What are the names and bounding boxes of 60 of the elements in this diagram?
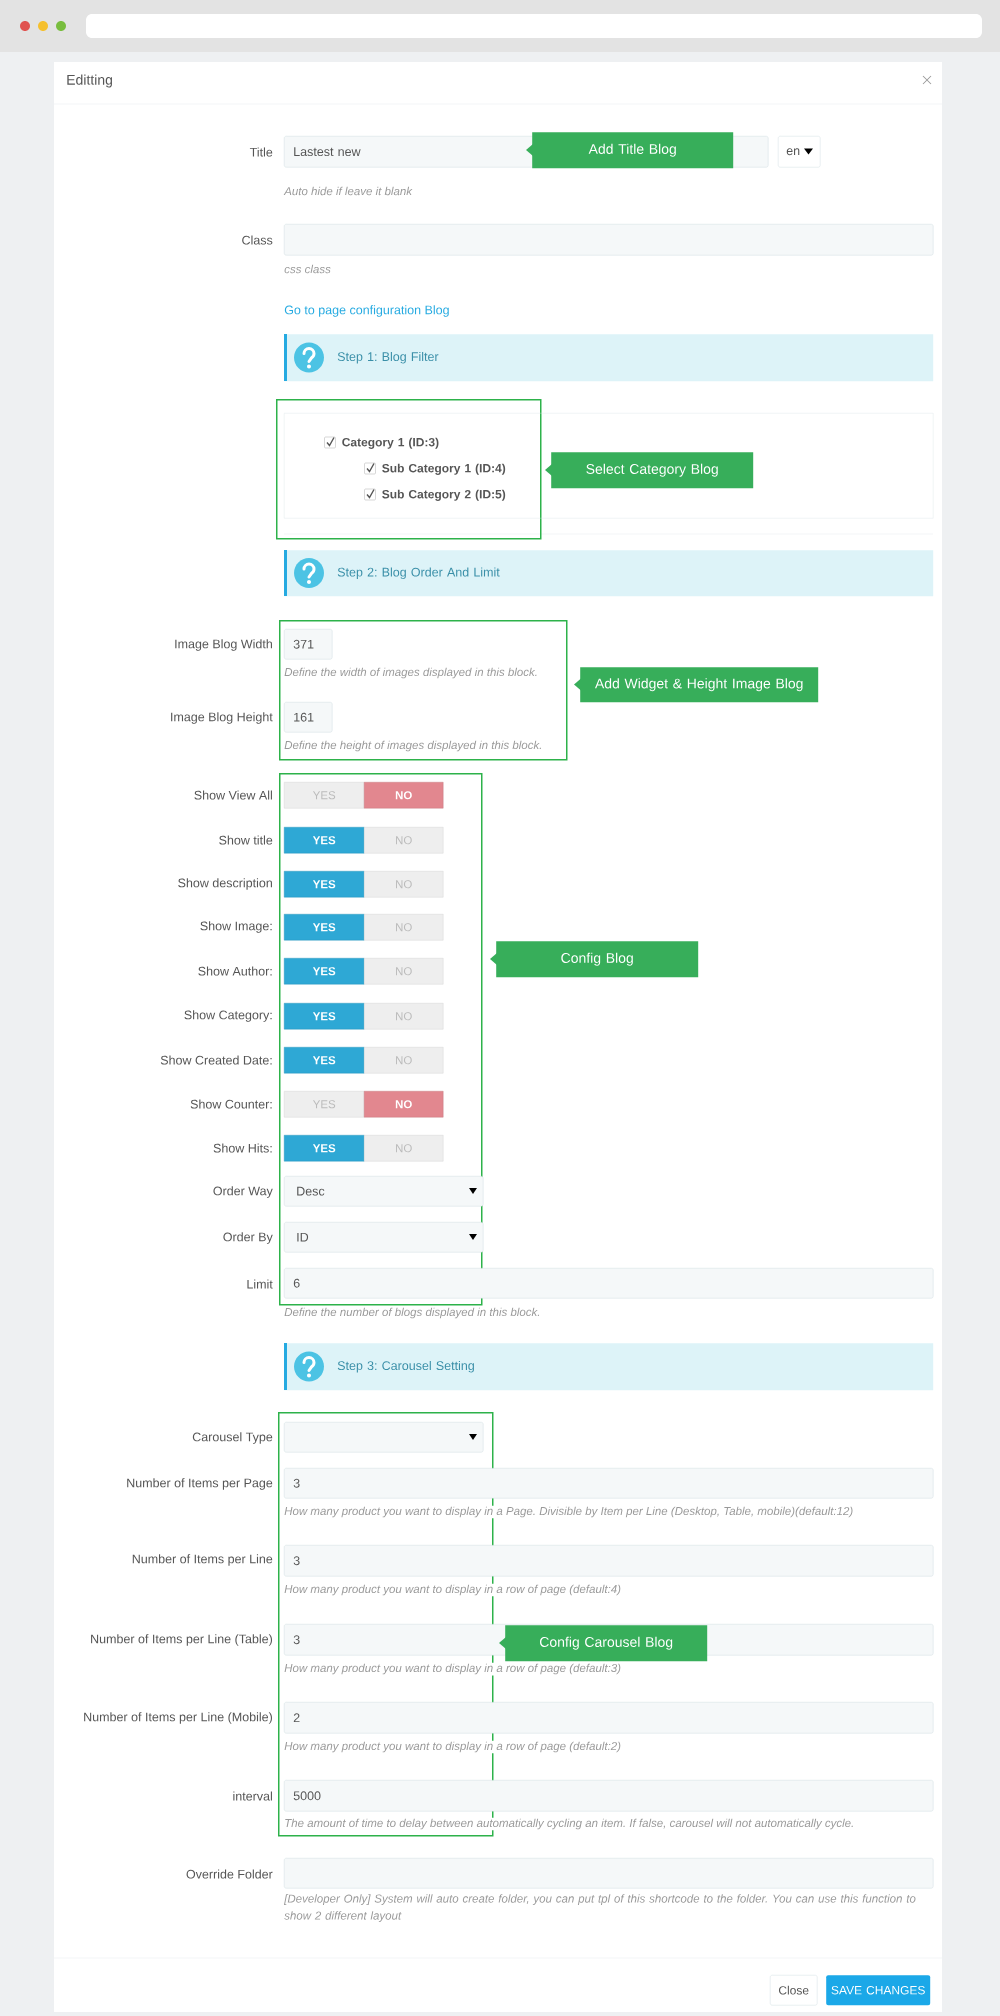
text-field: 2 (284, 1702, 934, 1734)
callout: Add Title Blog (526, 132, 734, 169)
toggle-option: YES (284, 1003, 365, 1030)
dialog-title: Editting (67, 74, 112, 88)
callout: Config Carousel Blog (499, 1625, 708, 1662)
highlight-frame (279, 620, 568, 761)
text-field (284, 224, 934, 256)
text-field: 5000 (284, 1780, 934, 1812)
help-text: Auto hide if leave it blank (283, 185, 414, 197)
field-label: Show Counter: (190, 1099, 272, 1109)
field-label: Title (249, 147, 273, 157)
help-text: [Developer Only] System will auto create folder, you can put tpl of this shortcode to the folder. You can use this function to show 2 different layout (283, 1893, 926, 1923)
dropdown (284, 1422, 484, 1453)
step-banner: Step 2: Blog Order And Limit (284, 550, 934, 597)
highlight-frame (279, 773, 483, 1306)
callout: Config Blog (490, 941, 699, 978)
text-field: 6 (284, 1268, 934, 1299)
field-label: interval (233, 1791, 272, 1801)
field-label: Number of Items per Line (Table) (91, 1634, 272, 1646)
field-label: Number of Items per Line (Mobile) (84, 1712, 272, 1724)
toggle-option: YES (284, 827, 365, 854)
toggle-option: YES (284, 1135, 365, 1162)
callout: Select Category Blog (545, 452, 754, 489)
field-label: Order Way (213, 1186, 273, 1198)
toggle-option: NO (364, 782, 444, 809)
field-label: Show View All (194, 790, 272, 800)
button: SAVE CHANGES (826, 1975, 931, 2006)
highlight-frame: Category 1 (ID:3) Sub Category 1 (ID:4) Sub Category 2 (ID:5) (276, 399, 542, 540)
button: Close (770, 1975, 818, 2006)
dropdown: en (778, 136, 821, 168)
dropdown: ID (284, 1222, 484, 1253)
link: Go to page configuration Blog (284, 305, 449, 317)
field-label: Number of Items per Page (127, 1478, 273, 1490)
field-label: Show Hits: (213, 1143, 272, 1153)
field-label: Image Blog Width (175, 639, 272, 651)
text-field: 161 (284, 702, 333, 733)
field-label: Show title (219, 835, 273, 845)
toggle-option: YES (284, 958, 365, 985)
callout: Add Widget & Height Image Blog (574, 667, 819, 703)
field-label: Show description (178, 878, 272, 890)
toggle-option: YES (284, 1047, 365, 1074)
field-label: Show Created Date: (160, 1055, 272, 1065)
toggle-option: NO (364, 1091, 444, 1118)
text-field: 3 (284, 1545, 934, 1577)
step-banner: Step 3: Carousel Setting (284, 1343, 934, 1391)
field-label: Carousel Type (192, 1432, 273, 1444)
text-field: 3 (284, 1468, 934, 1499)
toggle-option: YES (284, 871, 365, 898)
field-label: Show Author: (198, 966, 272, 976)
field-label: Number of Items per Line (132, 1554, 273, 1566)
step-banner: Step 1: Blog Filter (284, 334, 934, 382)
dropdown: Desc (284, 1176, 484, 1207)
field-label: Show Image: (200, 921, 272, 933)
toggle-option: YES (284, 914, 365, 941)
list-box (284, 413, 934, 519)
text-field (284, 1858, 934, 1889)
field-label: Limit (247, 1279, 273, 1289)
field-label: Order By (223, 1232, 273, 1244)
text-field: 371 (284, 629, 333, 660)
field-label: Show Category: (184, 1010, 272, 1022)
